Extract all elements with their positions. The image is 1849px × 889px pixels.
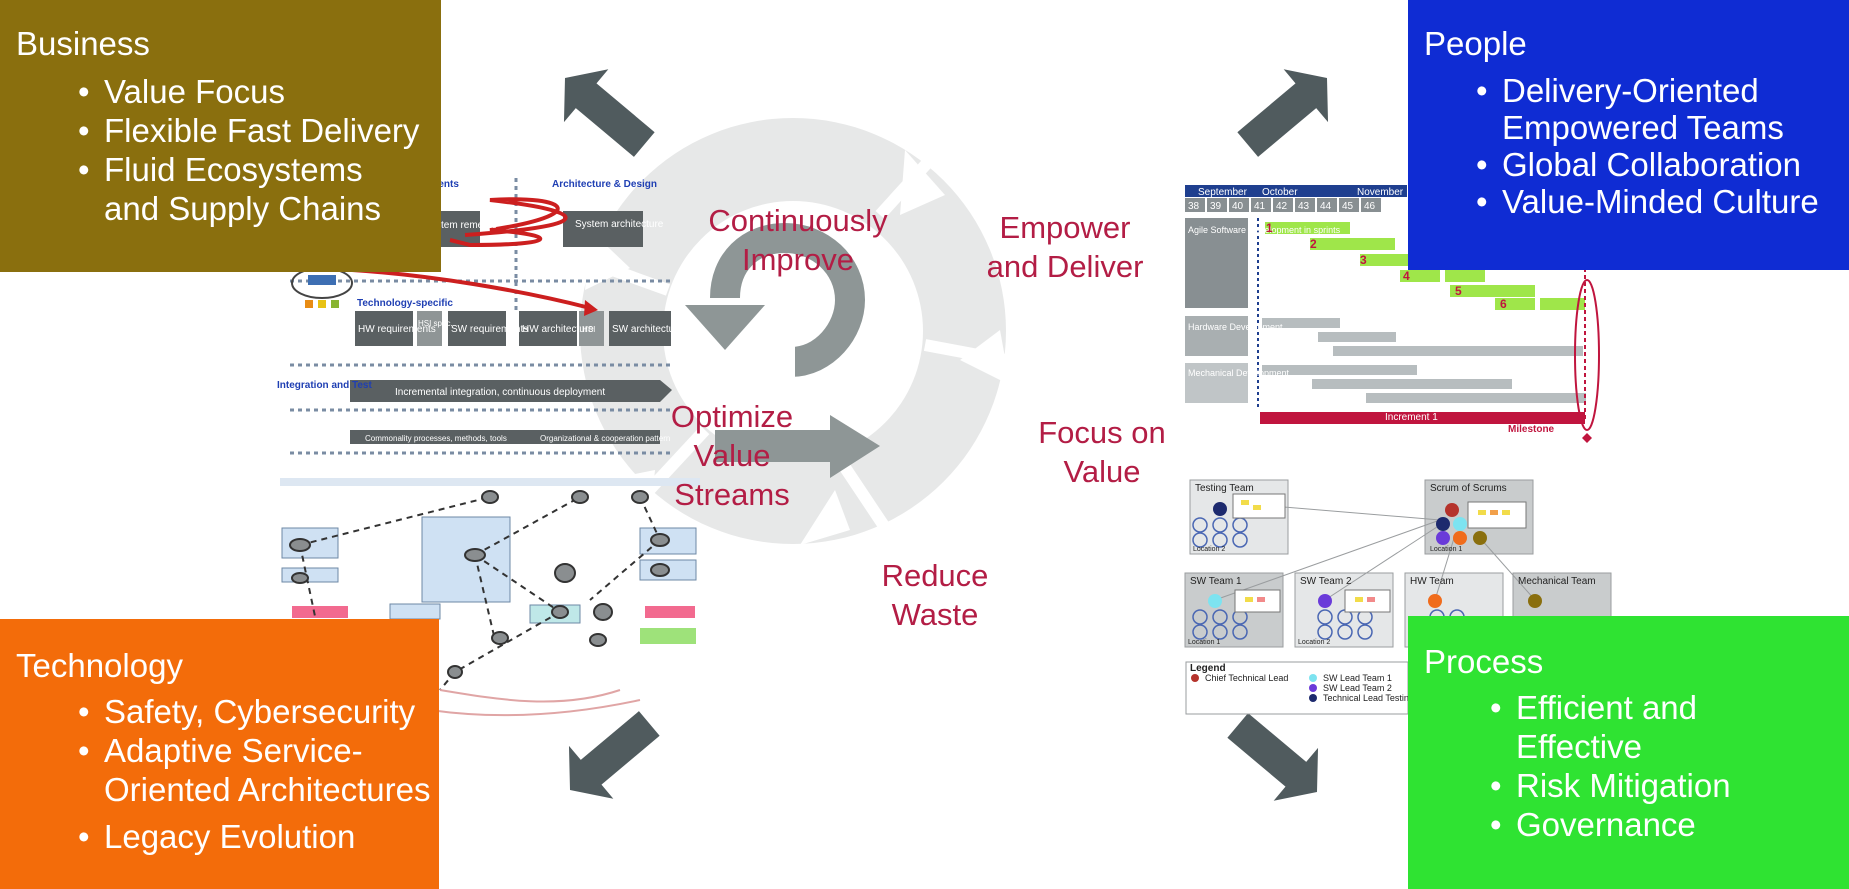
sw-team-2-label: SW Team 2 xyxy=(1300,576,1352,587)
incremental-integration-text: Incremental integration, continuous depl… xyxy=(395,387,605,398)
arrow-down-right-icon xyxy=(1227,713,1319,801)
commonality-text: Commonality processes, methods, tools xyxy=(365,434,507,443)
week-label: 40 xyxy=(1232,201,1244,212)
people-item: Delivery-Oriented Empowered Teams xyxy=(1476,72,1802,146)
milestone-label: Milestone xyxy=(1508,424,1555,435)
sprint-number: 3 xyxy=(1360,253,1367,267)
legend-item: Chief Technical Lead xyxy=(1205,673,1288,683)
teams-text: Testing Team Scrum of Scrums SW Team 1 S… xyxy=(1188,483,1596,703)
sw-architecture-text: SW architecture xyxy=(612,324,684,335)
month-label: November xyxy=(1357,187,1404,198)
mechanical-team-label: Mechanical Team xyxy=(1518,576,1596,587)
business-item: Flexible Fast Delivery xyxy=(78,111,441,150)
gantt-header-text: September October November 38 39 40 41 4… xyxy=(1188,187,1404,378)
figure-small-text: stem rements System architecture HW requ… xyxy=(358,219,1438,443)
technology-box: Technology Safety, Cybersecurity Adaptiv… xyxy=(0,619,439,889)
location-label: Location 2 xyxy=(1298,639,1330,646)
data-flow-figure xyxy=(280,478,700,717)
system-architecture-text: System architecture xyxy=(575,219,664,230)
gantt-figure xyxy=(1185,185,1600,443)
legend-item: Technical Lead Testing xyxy=(1323,693,1414,703)
system-requirements-text: stem rements xyxy=(436,220,497,231)
sprint-number: 1 xyxy=(1266,221,1273,235)
process-item: Governance xyxy=(1490,805,1849,844)
diagonal-arrows xyxy=(563,69,1329,801)
scrum-of-scrums-label: Scrum of Scrums xyxy=(1430,483,1507,494)
people-item: Global Collaboration xyxy=(1476,146,1849,183)
hsi-spec-text: HSI spec. xyxy=(418,319,453,328)
focus-on-value-label: Focus on Value xyxy=(1038,415,1166,489)
business-item: Value Focus xyxy=(78,72,441,111)
sprint-number: 4 xyxy=(1403,269,1410,283)
scrum-loop-icon xyxy=(685,222,880,478)
legend-item: SW Lead Team 1 xyxy=(1323,673,1392,683)
hw-team-label: HW Team xyxy=(1410,576,1454,587)
process-item: Risk Mitigation xyxy=(1490,766,1849,805)
week-label: 45 xyxy=(1342,201,1354,212)
architecture-figure xyxy=(290,178,672,455)
legend-title: Legend xyxy=(1190,663,1226,674)
location-label: Location 1 xyxy=(1188,639,1220,646)
arrow-up-left-icon xyxy=(563,69,655,157)
sw-team-1-label: SW Team 1 xyxy=(1190,576,1242,587)
month-label: September xyxy=(1198,187,1248,198)
process-box: Process Efficient and Effective Risk Mit… xyxy=(1408,616,1849,889)
week-label: 41 xyxy=(1254,201,1266,212)
optimize-value-streams-label: Optimize Value Streams xyxy=(670,399,794,512)
integration-test-label: Integration and Test xyxy=(277,380,372,391)
sw-requirements-text: SW requirements xyxy=(451,324,528,335)
organizational-text: Organizational & cooperation pattern xyxy=(540,434,670,443)
arrow-up-right-icon xyxy=(1237,69,1329,157)
hw-architecture-text: HW architecture xyxy=(522,324,594,335)
people-item: Value-Minded Culture xyxy=(1476,183,1849,220)
sprint-number: 5 xyxy=(1455,284,1462,298)
location-label: Location 1 xyxy=(1430,546,1462,553)
people-list: Delivery-Oriented Empowered Teams Global… xyxy=(1476,72,1849,220)
business-list: Value Focus Flexible Fast Delivery Fluid… xyxy=(78,72,441,228)
gantt-row-label: Agile Software Development in sprints xyxy=(1188,225,1341,235)
week-label: 43 xyxy=(1298,201,1310,212)
people-box: People Delivery-Oriented Empowered Teams… xyxy=(1408,0,1849,270)
people-title: People xyxy=(1424,25,1527,62)
week-label: 42 xyxy=(1276,201,1288,212)
technology-item: Legacy Evolution xyxy=(78,817,439,856)
week-label: 39 xyxy=(1210,201,1222,212)
testing-team-label: Testing Team xyxy=(1195,483,1254,494)
hsi-text: HSI xyxy=(582,325,595,334)
technology-list: Safety, Cybersecurity Adaptive Service-O… xyxy=(78,692,439,856)
hw-requirements-text: HW requirements xyxy=(358,324,436,335)
technology-item: Adaptive Service-Oriented Architectures xyxy=(78,731,434,809)
month-label: October xyxy=(1262,187,1298,198)
week-label: 46 xyxy=(1364,201,1376,212)
gantt-row-label: Hardware Development xyxy=(1188,322,1283,332)
empower-and-deliver-label: Empower and Deliver xyxy=(986,210,1144,284)
legend-item: SW Lead Team 2 xyxy=(1323,683,1392,693)
technology-title: Technology xyxy=(16,647,183,684)
technology-item: Safety, Cybersecurity xyxy=(78,692,439,731)
location-label: Location 2 xyxy=(1193,546,1225,553)
technology-specific-label: Technology-specific xyxy=(357,298,453,309)
business-title: Business xyxy=(16,25,150,62)
design-header: Architecture & Design xyxy=(552,179,657,190)
process-list: Efficient and Effective Risk Mitigation … xyxy=(1490,688,1849,844)
gantt-row-label: Mechanical Development xyxy=(1188,368,1290,378)
week-label: 44 xyxy=(1320,201,1332,212)
arrow-down-left-icon xyxy=(568,711,660,799)
sprint-numbers: 1 2 3 4 5 6 Milestone xyxy=(1266,221,1555,435)
sprint-number: 6 xyxy=(1500,297,1507,311)
business-box: Business Value Focus Flexible Fast Deliv… xyxy=(0,0,441,272)
process-item: Efficient and Effective xyxy=(1490,688,1716,766)
week-label: 38 xyxy=(1188,201,1200,212)
business-item: Fluid Ecosystems and Supply Chains xyxy=(78,150,404,228)
increment-label: Increment 1 xyxy=(1385,412,1438,423)
continuously-improve-label: Continuously Improve xyxy=(708,203,888,277)
process-title: Process xyxy=(1424,643,1544,680)
sprint-number: 2 xyxy=(1310,237,1317,251)
reduce-waste-label: Reduce Waste xyxy=(881,558,989,632)
